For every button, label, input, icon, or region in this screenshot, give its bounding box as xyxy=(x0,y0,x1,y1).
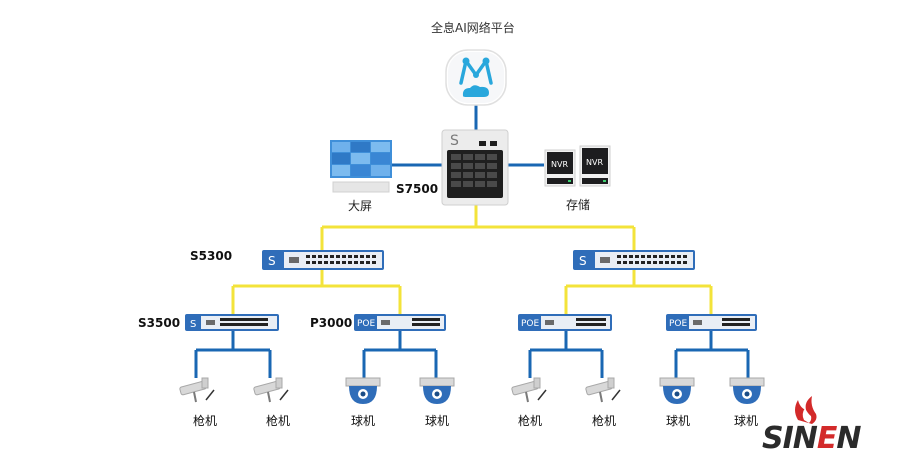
dome-camera-icon xyxy=(729,377,765,404)
dome-camera-icon xyxy=(345,377,381,404)
storage-nvr-icon: NVR NVR xyxy=(544,145,611,187)
platform-cloud-icon xyxy=(445,49,507,106)
core-switch-icon: S xyxy=(441,129,509,206)
brand-logo: SINEN xyxy=(762,421,862,456)
brand-flame-icon xyxy=(795,396,817,424)
p3000-camera-links xyxy=(362,331,438,378)
dome-camera-icon xyxy=(659,377,695,404)
screen-label: 大屏 xyxy=(348,199,373,213)
aggregation-switch-left: S xyxy=(262,250,384,270)
core-aggregation-links xyxy=(320,205,636,250)
left-aggregation-access-links xyxy=(231,269,402,314)
brand-text-end: N xyxy=(836,421,861,456)
core-switch-label: S7500 xyxy=(396,182,439,196)
access-switch-p3000: POE xyxy=(354,314,446,331)
access-switch-poe-2: POE xyxy=(666,314,757,331)
aggregation-switch-label: S5300 xyxy=(190,249,233,263)
access-switch-s3500: S xyxy=(185,314,279,331)
dome-camera-icon xyxy=(419,377,455,404)
platform-label: 全息AI网络平台 xyxy=(431,21,515,35)
camera-label: 枪机 xyxy=(518,414,543,428)
bullet-camera-icon xyxy=(179,377,215,403)
s3500-camera-links xyxy=(194,331,272,378)
camera-label: 枪机 xyxy=(266,414,291,428)
camera-label: 球机 xyxy=(425,414,450,428)
core-switch-badge: S xyxy=(450,133,459,149)
camera-label: 球机 xyxy=(351,414,376,428)
camera-label: 枪机 xyxy=(592,414,617,428)
access-switch-s3500-label: S3500 xyxy=(138,316,181,330)
poe1-camera-links xyxy=(528,331,604,378)
access-switch-p3000-label: P3000 xyxy=(310,316,353,330)
camera-label: 球机 xyxy=(666,414,691,428)
camera-label: 球机 xyxy=(734,414,759,428)
big-screen-icon xyxy=(330,140,392,193)
poe-badge: POE xyxy=(521,319,540,329)
switch-badge: S xyxy=(190,319,196,330)
aggregation-switch-right: S xyxy=(573,250,695,270)
brand-text-accent: E xyxy=(816,421,837,456)
camera-label: 枪机 xyxy=(193,414,218,428)
poe-badge: POE xyxy=(357,319,376,329)
storage-label: 存储 xyxy=(566,198,591,212)
bullet-camera-icon xyxy=(253,377,289,403)
nvr-label-1: NVR xyxy=(551,160,568,169)
right-aggregation-access-links xyxy=(564,269,713,314)
brand-text-main: SIN xyxy=(762,421,818,456)
poe-badge: POE xyxy=(669,319,688,329)
bullet-camera-icon xyxy=(585,377,621,403)
bullet-camera-icon xyxy=(511,377,547,403)
nvr-label-2: NVR xyxy=(586,158,603,167)
poe2-camera-links xyxy=(674,331,750,378)
switch-badge: S xyxy=(268,254,276,268)
blue-links xyxy=(194,102,750,378)
switch-badge: S xyxy=(579,254,587,268)
access-switch-poe-1: POE xyxy=(518,314,612,331)
yellow-links xyxy=(231,205,713,314)
